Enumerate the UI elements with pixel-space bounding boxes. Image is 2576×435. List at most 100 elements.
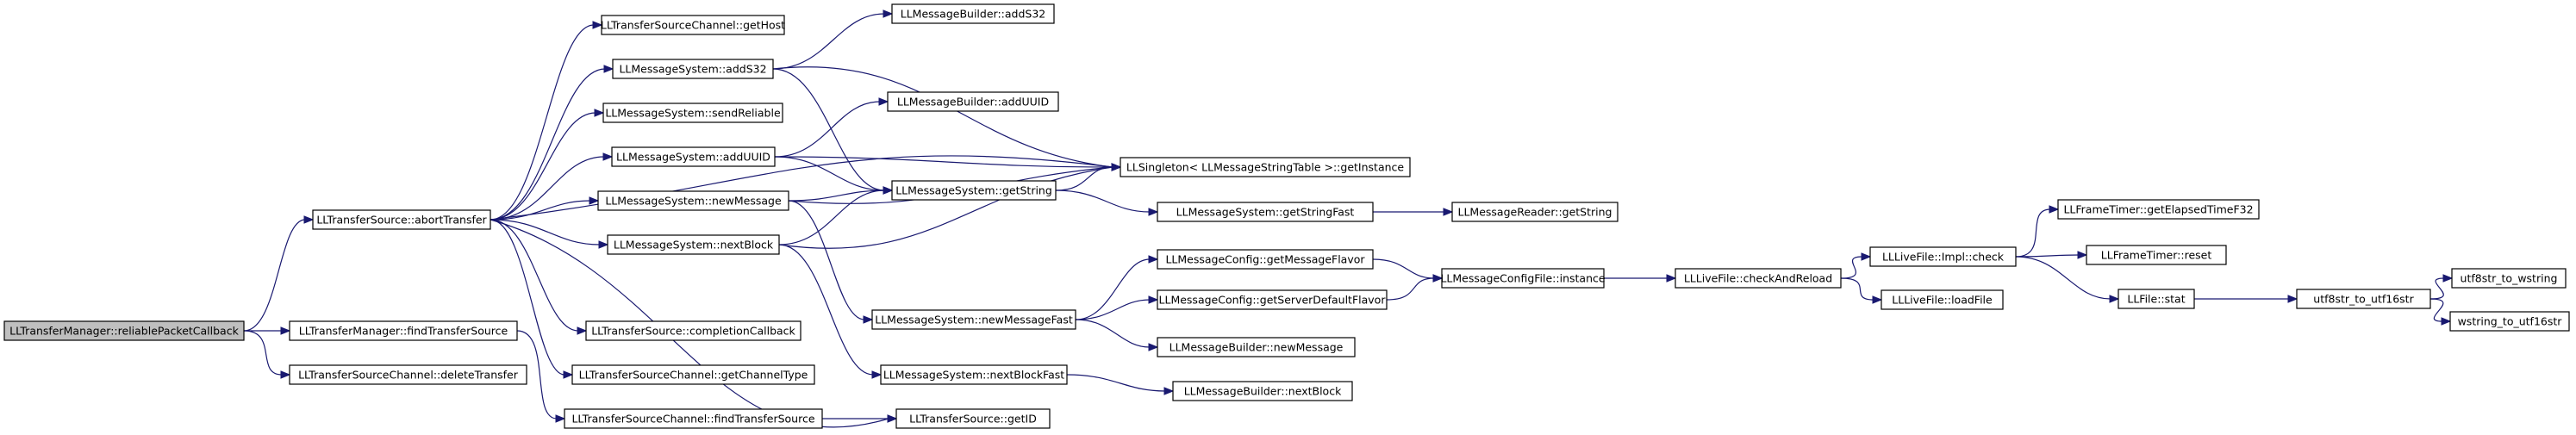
edge-checkandreload-to-loadfile: [1840, 277, 1874, 301]
node-getid[interactable]: LLTransferSource::getID: [895, 408, 1051, 429]
node-box[interactable]: [1675, 268, 1842, 289]
node-box[interactable]: [1441, 268, 1605, 289]
node-getstringfast[interactable]: LLMessageSystem::getStringFast: [1157, 202, 1374, 222]
node-findtransfersource[interactable]: LLTransferManager::findTransferSource: [289, 320, 518, 341]
node-utf8str-to-wstring[interactable]: utf8str_to_wstring: [2451, 268, 2567, 289]
node-box[interactable]: [289, 320, 518, 341]
edge-arrowhead: [555, 414, 566, 423]
node-box[interactable]: [1869, 246, 2017, 267]
node-deletetransfer[interactable]: LLTransferSourceChannel::deleteTransfer: [289, 364, 527, 385]
node-box[interactable]: [564, 408, 823, 429]
node-box[interactable]: [585, 320, 801, 341]
node-box[interactable]: [2057, 199, 2260, 220]
node-box[interactable]: [2086, 245, 2227, 265]
edges-layer: [243, 9, 2454, 428]
node-box[interactable]: [2449, 311, 2570, 332]
node-box[interactable]: [891, 180, 1057, 201]
edge-aborttransfer-to-nextblock: [490, 219, 601, 245]
node-getelapsedtimef32[interactable]: LLFrameTimer::getElapsedTimeF32: [2057, 199, 2260, 220]
node-label: LLLiveFile::checkAndReload: [1684, 272, 1832, 285]
edge-adds32-to-mbadds32: [772, 13, 885, 70]
node-getmessageflavor[interactable]: LLMessageConfig::getMessageFlavor: [1157, 249, 1374, 270]
edge-nextblock-to-getinstance: [778, 166, 1113, 249]
node-label: LLMessageSystem::addS32: [619, 63, 766, 76]
edge-aborttransfer-to-newmessage: [490, 200, 591, 221]
root-node-box[interactable]: [3, 320, 245, 341]
node-mrgetstring[interactable]: LLMessageReader::getString: [1451, 202, 1619, 222]
node-box[interactable]: [1157, 337, 1356, 357]
node-label: utf8str_to_wstring: [2461, 272, 2558, 285]
node-box[interactable]: [602, 103, 783, 123]
edge-arrowhead: [280, 326, 291, 335]
node-implcheck[interactable]: LLLiveFile::Impl::check: [1869, 246, 2017, 267]
node-label: LLMessageBuilder::newMessage: [1169, 341, 1344, 354]
node-box[interactable]: [1157, 289, 1388, 310]
node-box[interactable]: [891, 3, 1055, 24]
node-box[interactable]: [611, 146, 776, 167]
edge-arrowhead: [1148, 343, 1159, 351]
node-adds32[interactable]: LLMessageSystem::addS32: [612, 59, 774, 79]
node-chfindtransfersource[interactable]: LLTransferSourceChannel::findTransferSou…: [564, 408, 823, 429]
node-llfilestat[interactable]: LLFile::stat: [2118, 289, 2195, 309]
node-getserverdefaultflavor[interactable]: LLMessageConfig::getServerDefaultFlavor: [1157, 289, 1388, 310]
node-adduuid[interactable]: LLMessageSystem::addUUID: [611, 146, 776, 167]
edge-arrowhead: [1111, 163, 1122, 171]
node-label: wstring_to_utf16str: [2458, 315, 2563, 328]
node-box[interactable]: [1157, 202, 1374, 222]
node-box[interactable]: [895, 408, 1051, 429]
node-nextblock[interactable]: LLMessageSystem::nextBlock: [607, 234, 780, 255]
edge-utf8str-to-utf16str-to-utf8str-to-wstring: [2429, 277, 2445, 300]
node-box[interactable]: [1157, 249, 1374, 270]
node-box[interactable]: [607, 234, 780, 255]
node-configinstance[interactable]: LLMessageConfigFile::instance: [1440, 268, 1606, 289]
node-box[interactable]: [871, 309, 1076, 330]
node-sendreliable[interactable]: LLMessageSystem::sendReliable: [602, 103, 783, 123]
edge-adds32-to-getinstance: [772, 66, 1113, 168]
node-mbadduuid[interactable]: LLMessageBuilder::addUUID: [887, 91, 1059, 112]
node-getstring[interactable]: LLMessageSystem::getString: [891, 180, 1057, 201]
node-aborttransfer[interactable]: LLTransferSource::abortTransfer: [312, 209, 491, 230]
edge-nextblock-to-nextblockfast: [778, 244, 874, 376]
node-box[interactable]: [887, 91, 1059, 112]
node-completioncallback[interactable]: LLTransferSource::completionCallback: [585, 320, 801, 341]
node-box[interactable]: [1172, 381, 1353, 401]
node-label: LLFrameTimer::reset: [2101, 249, 2212, 262]
edge-newmessagefast-to-getmessageflavor: [1075, 258, 1151, 320]
node-box[interactable]: [289, 364, 527, 385]
node-newmessage[interactable]: LLMessageSystem::newMessage: [597, 190, 789, 211]
edge-implcheck-to-llfilestat: [2015, 256, 2111, 300]
node-mbnextblock[interactable]: LLMessageBuilder::nextBlock: [1172, 381, 1353, 401]
node-newmessagefast[interactable]: LLMessageSystem::newMessageFast: [871, 309, 1076, 330]
node-box[interactable]: [312, 209, 491, 230]
node-label: LLLiveFile::loadFile: [1892, 294, 1993, 307]
node-wstring-to-utf16str[interactable]: wstring_to_utf16str: [2449, 311, 2570, 332]
node-mbadds32[interactable]: LLMessageBuilder::addS32: [891, 3, 1055, 24]
edge-newmessagefast-to-mbnewmessage: [1075, 319, 1151, 348]
node-label: LLLiveFile::Impl::check: [1882, 251, 2005, 264]
node-loadfile[interactable]: LLLiveFile::loadFile: [1881, 289, 2004, 310]
node-box[interactable]: [597, 190, 789, 211]
node-box[interactable]: [880, 364, 1068, 385]
node-box[interactable]: [571, 364, 815, 385]
node-getchanneltype[interactable]: LLTransferSourceChannel::getChannelType: [571, 364, 815, 385]
node-gethost[interactable]: LLTransferSourceChannel::getHost: [601, 15, 785, 35]
node-root[interactable]: LLTransferManager::reliablePacketCallbac…: [3, 320, 245, 341]
node-box[interactable]: [2451, 268, 2567, 289]
node-box[interactable]: [1120, 157, 1411, 177]
node-box[interactable]: [2296, 289, 2431, 309]
node-nextblockfast[interactable]: LLMessageSystem::nextBlockFast: [880, 364, 1068, 385]
node-box[interactable]: [1881, 289, 2004, 310]
node-utf8str-to-utf16str[interactable]: utf8str_to_utf16str: [2296, 289, 2431, 309]
edge-checkandreload-to-implcheck: [1840, 256, 1863, 279]
node-mbnewmessage[interactable]: LLMessageBuilder::newMessage: [1157, 337, 1356, 357]
node-getinstance[interactable]: LLSingleton< LLMessageStringTable >::get…: [1120, 157, 1411, 177]
node-timerreset[interactable]: LLFrameTimer::reset: [2086, 245, 2227, 265]
node-box[interactable]: [1451, 202, 1619, 222]
node-box[interactable]: [2118, 289, 2195, 309]
node-box[interactable]: [601, 15, 785, 35]
edge-adduuid-to-mbadduuid: [774, 101, 881, 158]
node-box[interactable]: [612, 59, 774, 79]
node-checkandreload[interactable]: LLLiveFile::checkAndReload: [1675, 268, 1842, 289]
node-label: LLMessageSystem::nextBlock: [614, 239, 774, 252]
